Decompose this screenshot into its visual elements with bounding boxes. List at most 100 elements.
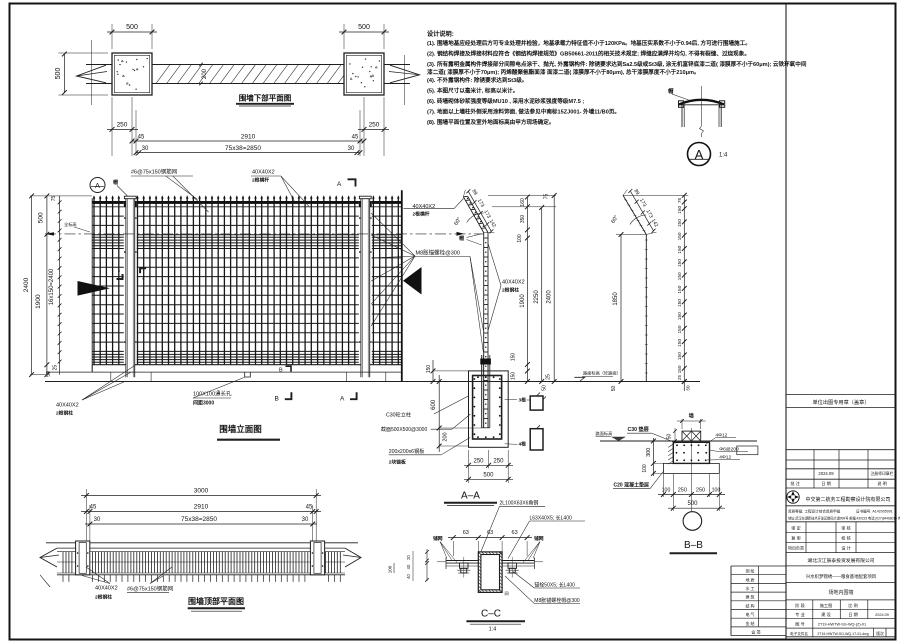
svg-text:日 期: 日 期 bbox=[821, 481, 831, 487]
svg-text:150: 150 bbox=[677, 299, 683, 307]
svg-text:100: 100 bbox=[388, 565, 393, 573]
svg-text:M8胀锚螺栓@300: M8胀锚螺栓@300 bbox=[416, 249, 460, 257]
svg-text:湖北汉江辰泰投资发展有限公司: 湖北汉江辰泰投资发展有限公司 bbox=[807, 557, 874, 564]
svg-text:250: 250 bbox=[678, 488, 687, 494]
svg-text:(7). 地面以上墙柱外侧采用涂料饰面, 做法参见中南标15: (7). 地面以上墙柱外侧采用涂料饰面, 做法参见中南标15ZJ001- 外墙1… bbox=[427, 108, 620, 116]
svg-text:2根横杆: 2根横杆 bbox=[252, 177, 269, 184]
svg-text:C30 垫层: C30 垫层 bbox=[628, 425, 649, 433]
svg-text:500: 500 bbox=[483, 472, 494, 478]
svg-text:142: 142 bbox=[650, 218, 659, 228]
svg-text:350: 350 bbox=[520, 215, 526, 224]
svg-text:4Φ12: 4Φ12 bbox=[719, 454, 731, 460]
svg-text:200x200x6钢板: 200x200x6钢板 bbox=[389, 447, 426, 455]
svg-text:注册师印章栏: 注册师印章栏 bbox=[871, 471, 894, 476]
svg-text:150: 150 bbox=[677, 338, 683, 346]
svg-text:路面标高（砼路面）: 路面标高（砼路面） bbox=[583, 370, 621, 377]
svg-text:75: 75 bbox=[677, 198, 683, 204]
svg-text:(5). 本图尺寸以毫米计, 标高以米计。: (5). 本图尺寸以毫米计, 标高以米计。 bbox=[427, 87, 518, 95]
svg-text:150: 150 bbox=[677, 285, 683, 293]
svg-text:500: 500 bbox=[38, 212, 45, 223]
svg-text:2块锚板: 2块锚板 bbox=[389, 459, 406, 466]
svg-text:水 工: 水 工 bbox=[745, 585, 754, 591]
svg-text:帽: 帽 bbox=[113, 179, 118, 186]
svg-text:173: 173 bbox=[644, 209, 653, 219]
svg-text:结 构: 结 构 bbox=[745, 602, 754, 608]
svg-text:25: 25 bbox=[677, 375, 682, 381]
svg-text:比 例: 比 例 bbox=[848, 602, 858, 609]
svg-text:200: 200 bbox=[202, 68, 208, 79]
svg-text:250: 250 bbox=[696, 488, 705, 494]
svg-text:60°: 60° bbox=[453, 216, 462, 226]
svg-text:2400: 2400 bbox=[23, 277, 30, 292]
svg-text:89: 89 bbox=[470, 188, 478, 196]
svg-text:100: 100 bbox=[712, 488, 721, 494]
svg-text:2根钢柱: 2根钢柱 bbox=[95, 594, 112, 601]
svg-text:45: 45 bbox=[138, 134, 145, 140]
svg-text:63: 63 bbox=[512, 530, 518, 536]
svg-text:100: 100 bbox=[517, 234, 523, 243]
svg-text:阶 段: 阶 段 bbox=[795, 602, 805, 609]
svg-text:150: 150 bbox=[511, 353, 517, 362]
svg-text:施工图: 施工图 bbox=[820, 602, 833, 609]
svg-text:40X40X2: 40X40X2 bbox=[502, 280, 525, 286]
svg-text:#6@75x150钢筋网: #6@75x150钢筋网 bbox=[127, 585, 174, 593]
svg-text:1900: 1900 bbox=[520, 294, 526, 308]
svg-text:30: 30 bbox=[142, 146, 149, 152]
svg-text:审 定: 审 定 bbox=[791, 525, 801, 532]
svg-text:网: 网 bbox=[505, 591, 509, 597]
svg-text:50: 50 bbox=[667, 434, 673, 440]
svg-text:2024.09: 2024.09 bbox=[875, 613, 889, 617]
svg-text:c: c bbox=[118, 268, 121, 273]
svg-text:铺网: 铺网 bbox=[433, 535, 443, 542]
svg-text:场地内围墙: 场地内围墙 bbox=[828, 589, 853, 596]
svg-text:2400: 2400 bbox=[547, 290, 553, 304]
svg-text:4根: 4根 bbox=[519, 441, 527, 448]
svg-text:150: 150 bbox=[511, 372, 517, 381]
svg-text:地 质: 地 质 bbox=[745, 576, 754, 582]
svg-text:中交第二航务工程勘察设计院有限公司: 中交第二航务工程勘察设计院有限公司 bbox=[805, 496, 890, 503]
svg-text:(3). 所有露明金属构件焊接部分间隙电点涂干、抛光, 外露: (3). 所有露明金属构件焊接部分间隙电点涂干、抛光, 外露钢构件: 除锈要求达… bbox=[427, 60, 807, 68]
svg-text:会 签: 会 签 bbox=[751, 628, 761, 635]
svg-text:30: 30 bbox=[302, 517, 309, 523]
svg-text:75x38=2850: 75x38=2850 bbox=[181, 516, 217, 523]
svg-text:300: 300 bbox=[646, 448, 652, 457]
svg-text:1:4: 1:4 bbox=[489, 627, 497, 633]
svg-text:75: 75 bbox=[51, 196, 57, 202]
svg-text:40X40X2: 40X40X2 bbox=[413, 204, 436, 210]
svg-text:1850: 1850 bbox=[613, 292, 619, 306]
svg-text:40X40X2: 40X40X2 bbox=[252, 170, 275, 176]
svg-text:M8胀锚螺栓帽@300: M8胀锚螺栓帽@300 bbox=[534, 597, 580, 604]
svg-text:复 审: 复 审 bbox=[791, 535, 801, 542]
svg-text:150: 150 bbox=[677, 312, 683, 320]
svg-text:(1). 围墙地基应经处理后方可专业处理并检验，地基承载力特: (1). 围墙地基应经处理后方可专业处理并检验，地基承载力特征值不小于120KP… bbox=[427, 39, 751, 47]
svg-text:漆二道( 漆膜厚不小于70μm); 丙烯酸聚氨酯面漆 面漆二: 漆二道( 漆膜厚不小于70μm); 丙烯酸聚氨酯面漆 面漆二道( 漆膜厚不小于8… bbox=[427, 68, 700, 76]
svg-text:200: 200 bbox=[443, 432, 449, 441]
svg-text:63: 63 bbox=[487, 530, 493, 536]
svg-text:30: 30 bbox=[94, 517, 101, 523]
svg-text:单位出图专用章（盖章）: 单位出图专用章（盖章） bbox=[812, 398, 869, 406]
svg-text:45: 45 bbox=[352, 134, 359, 140]
svg-text:电子文件名: 电子文件名 bbox=[790, 631, 808, 636]
svg-text:C–C: C–C bbox=[481, 609, 501, 620]
svg-text:3根: 3根 bbox=[519, 397, 527, 404]
svg-text:2250: 2250 bbox=[534, 290, 540, 304]
svg-text:A: A bbox=[695, 147, 704, 162]
svg-text:B: B bbox=[275, 396, 279, 403]
svg-text:89: 89 bbox=[632, 188, 640, 196]
svg-text:150: 150 bbox=[677, 245, 683, 253]
svg-text:金 结: 金 结 bbox=[745, 620, 754, 626]
svg-text:63: 63 bbox=[463, 530, 469, 536]
svg-text:电 气: 电 气 bbox=[745, 611, 754, 617]
svg-text:B–B: B–B bbox=[684, 540, 703, 551]
svg-text:墙: 墙 bbox=[689, 413, 694, 420]
svg-text:铺网: 铺网 bbox=[534, 535, 544, 542]
svg-text:帽: 帽 bbox=[668, 87, 674, 95]
svg-text:2T19-HWTW-SG-WQ-(Z)-01: 2T19-HWTW-SG-WQ-(Z)-01 bbox=[818, 623, 866, 627]
svg-text:设计说明:: 设计说明: bbox=[427, 30, 454, 38]
svg-text:250: 250 bbox=[493, 458, 504, 464]
svg-text:A: A bbox=[340, 396, 345, 403]
svg-text:项目负责: 项目负责 bbox=[788, 545, 804, 551]
svg-text:2024.09: 2024.09 bbox=[818, 471, 834, 476]
svg-text:2910: 2910 bbox=[194, 504, 209, 511]
svg-text:500: 500 bbox=[126, 24, 138, 31]
